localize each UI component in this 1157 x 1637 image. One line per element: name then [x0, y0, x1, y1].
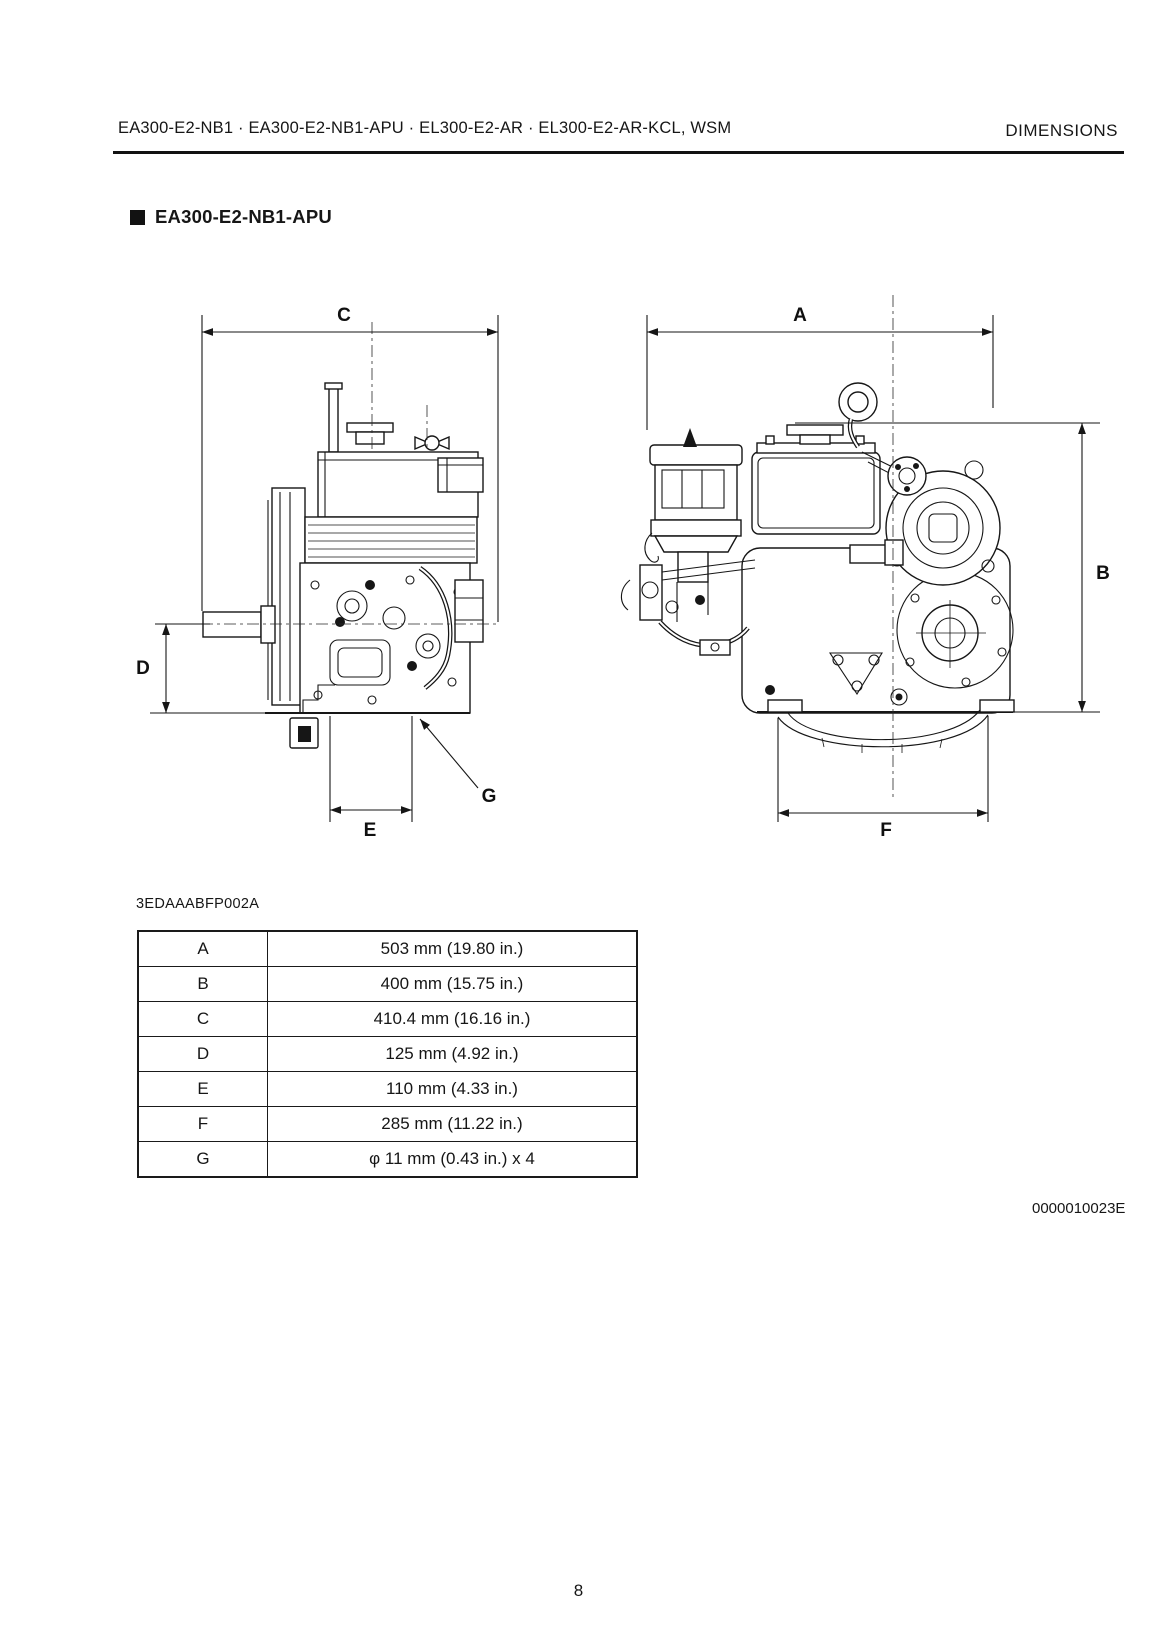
- dim-label-B: B: [1096, 563, 1110, 584]
- square-bullet-icon: [130, 209, 145, 225]
- dim-label-F: F: [880, 820, 892, 841]
- table-row: A 503 mm (19.80 in.): [139, 932, 636, 966]
- document-number: 0000010023E: [1032, 1200, 1126, 1217]
- dim-key: C: [139, 1002, 268, 1036]
- table-row: B 400 mm (15.75 in.): [139, 966, 636, 1001]
- front-view-engine: [620, 382, 1015, 753]
- dim-key: D: [139, 1037, 268, 1071]
- dim-key: F: [139, 1107, 268, 1141]
- table-row: G φ 11 mm (0.43 in.) x 4: [139, 1141, 636, 1176]
- section-title-text: EA300-E2-NB1-APU: [155, 206, 332, 227]
- dim-key: E: [139, 1072, 268, 1106]
- dim-label-G: G: [482, 786, 497, 807]
- dim-key: A: [139, 932, 268, 966]
- section-title: EA300-E2-NB1-APU: [130, 206, 332, 228]
- dim-key: B: [139, 967, 268, 1001]
- dim-value: 110 mm (4.33 in.): [386, 1079, 518, 1098]
- front-view-drawing: A B F: [620, 295, 1110, 841]
- dim-value: 285 mm (11.22 in.): [381, 1114, 523, 1133]
- dim-label-C: C: [337, 305, 351, 326]
- dim-label-E: E: [364, 820, 377, 841]
- dimensions-table: A 503 mm (19.80 in.) B 400 mm (15.75 in.…: [137, 930, 638, 1178]
- header-rule: [113, 151, 1124, 154]
- front-view-dimensions: A B F: [646, 295, 1110, 841]
- dim-label-A: A: [793, 305, 807, 326]
- side-view-drawing: C D E G: [136, 305, 500, 841]
- side-view-dimensions: C D E G: [136, 305, 500, 841]
- dim-key: G: [139, 1142, 268, 1176]
- page-number: 8: [573, 1581, 584, 1600]
- dim-value: φ 11 mm (0.43 in.) x 4: [369, 1149, 535, 1168]
- table-row: E 110 mm (4.33 in.): [139, 1071, 636, 1106]
- table-row: D 125 mm (4.92 in.): [139, 1036, 636, 1071]
- dim-value: 400 mm (15.75 in.): [380, 974, 524, 993]
- header-section: DIMENSIONS: [1005, 121, 1118, 140]
- dim-value: 410.4 mm (16.16 in.): [373, 1009, 531, 1028]
- table-row: F 285 mm (11.22 in.): [139, 1106, 636, 1141]
- dim-label-D: D: [136, 658, 150, 679]
- figure-code: 3EDAAABFP002A: [136, 896, 260, 912]
- header-models: EA300-E2-NB1 · EA300-E2-NB1-APU · EL300-…: [118, 119, 732, 137]
- side-view-engine: [202, 382, 484, 749]
- dim-value: 503 mm (19.80 in.): [380, 939, 524, 958]
- table-row: C 410.4 mm (16.16 in.): [139, 1001, 636, 1036]
- dim-value: 125 mm (4.92 in.): [385, 1044, 519, 1063]
